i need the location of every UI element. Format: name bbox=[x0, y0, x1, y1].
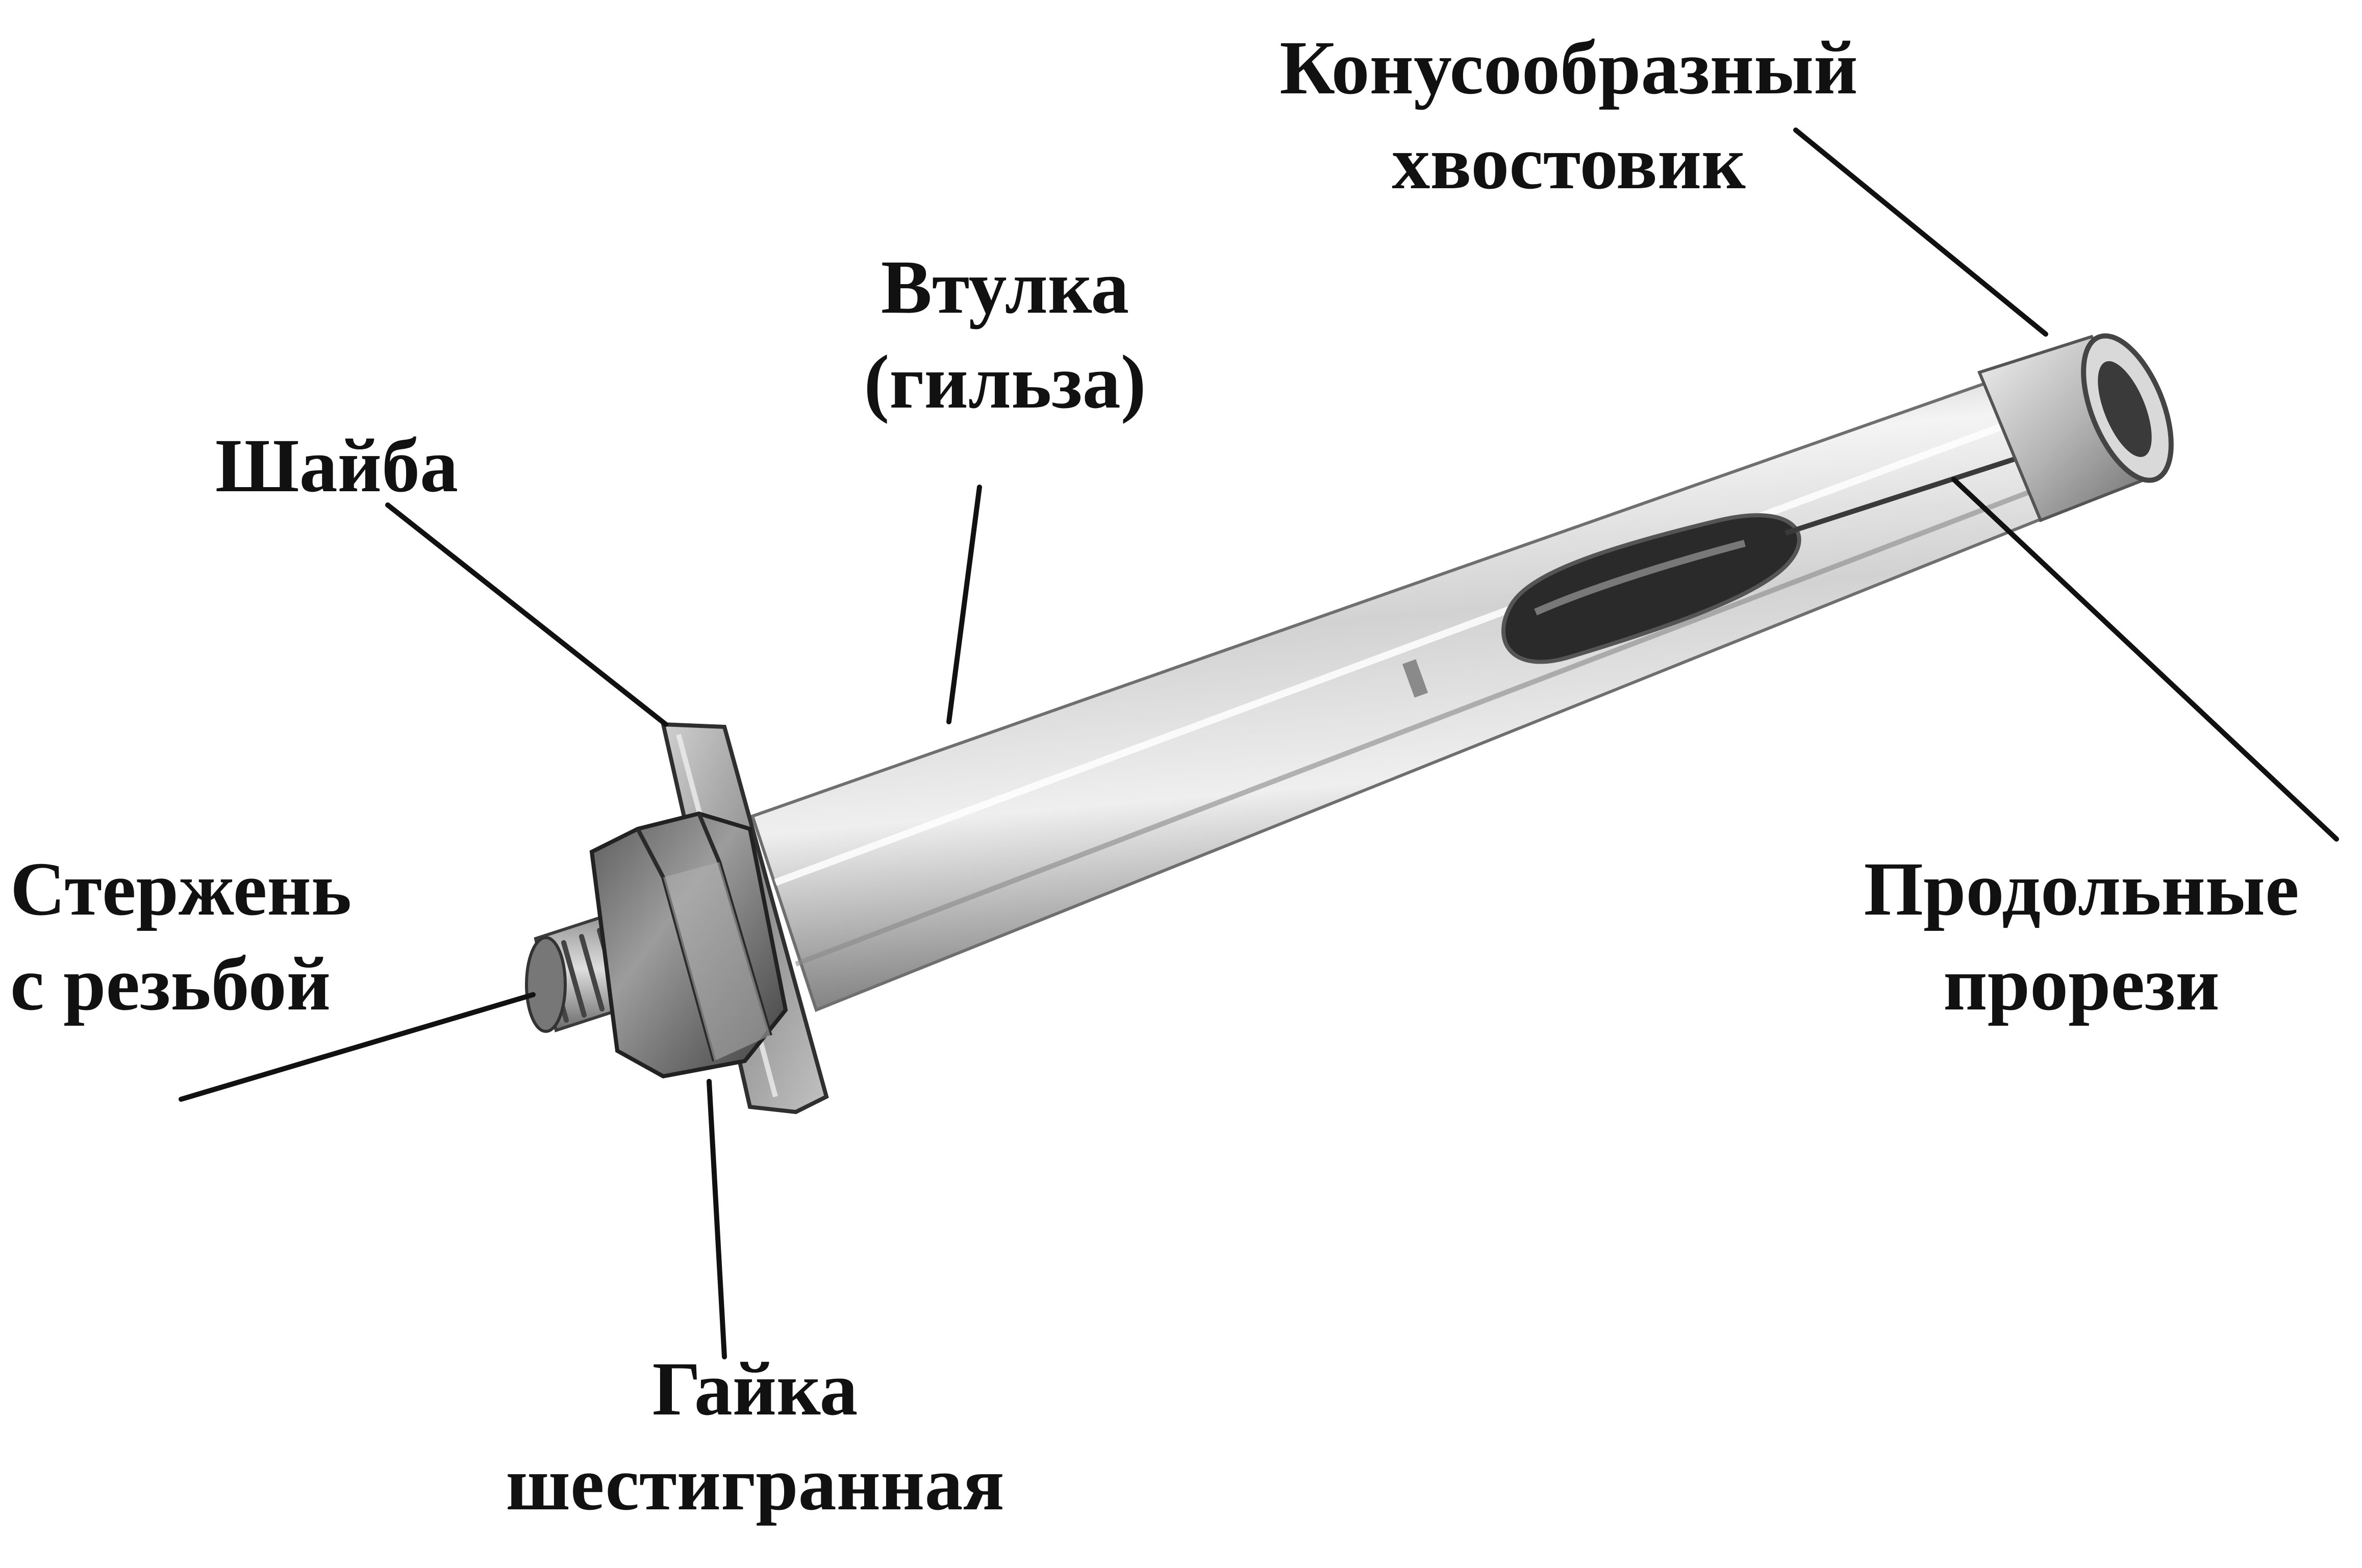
label-washer: Шайба bbox=[163, 418, 510, 513]
label-hex-nut-line1: Гайка bbox=[652, 1347, 858, 1431]
leader-hex-nut bbox=[707, 1079, 727, 1359]
longitudinal-slot bbox=[1501, 513, 1801, 664]
label-cone-tail: Конусообразный хвостовик bbox=[1194, 20, 1944, 210]
hex-nut bbox=[589, 811, 788, 1079]
label-hex-nut-line2: шестигранная bbox=[506, 1441, 1004, 1526]
label-sleeve-line1: Втулка bbox=[881, 245, 1129, 330]
leader-threaded-rod bbox=[179, 992, 536, 1102]
label-threaded-rod-line1: Стержень bbox=[10, 847, 352, 931]
leader-cone-tail bbox=[1793, 128, 2048, 337]
label-longitudinal-slots-line1: Продольные bbox=[1864, 847, 2299, 931]
label-threaded-rod: Стержень с резьбой bbox=[10, 842, 439, 1031]
label-cone-tail-line1: Конусообразный bbox=[1279, 26, 1858, 110]
label-sleeve: Втулка (гильза) bbox=[806, 240, 1204, 429]
cone-tail bbox=[1977, 333, 2174, 522]
leader-slots bbox=[1951, 477, 2339, 842]
label-longitudinal-slots-line2: прорези bbox=[1943, 942, 2220, 1026]
leader-washer bbox=[385, 502, 668, 727]
sleeve bbox=[750, 378, 2053, 1012]
label-washer-line1: Шайба bbox=[215, 423, 459, 508]
label-threaded-rod-line2: с резьбой bbox=[10, 942, 331, 1026]
leader-sleeve bbox=[946, 485, 982, 724]
label-sleeve-line2: (гильза) bbox=[864, 340, 1146, 424]
label-cone-tail-line2: хвостовик bbox=[1392, 120, 1746, 205]
leader-lines bbox=[179, 128, 2339, 1359]
label-longitudinal-slots: Продольные прорези bbox=[1806, 842, 2357, 1031]
label-hex-nut: Гайка шестигранная bbox=[418, 1342, 1092, 1531]
